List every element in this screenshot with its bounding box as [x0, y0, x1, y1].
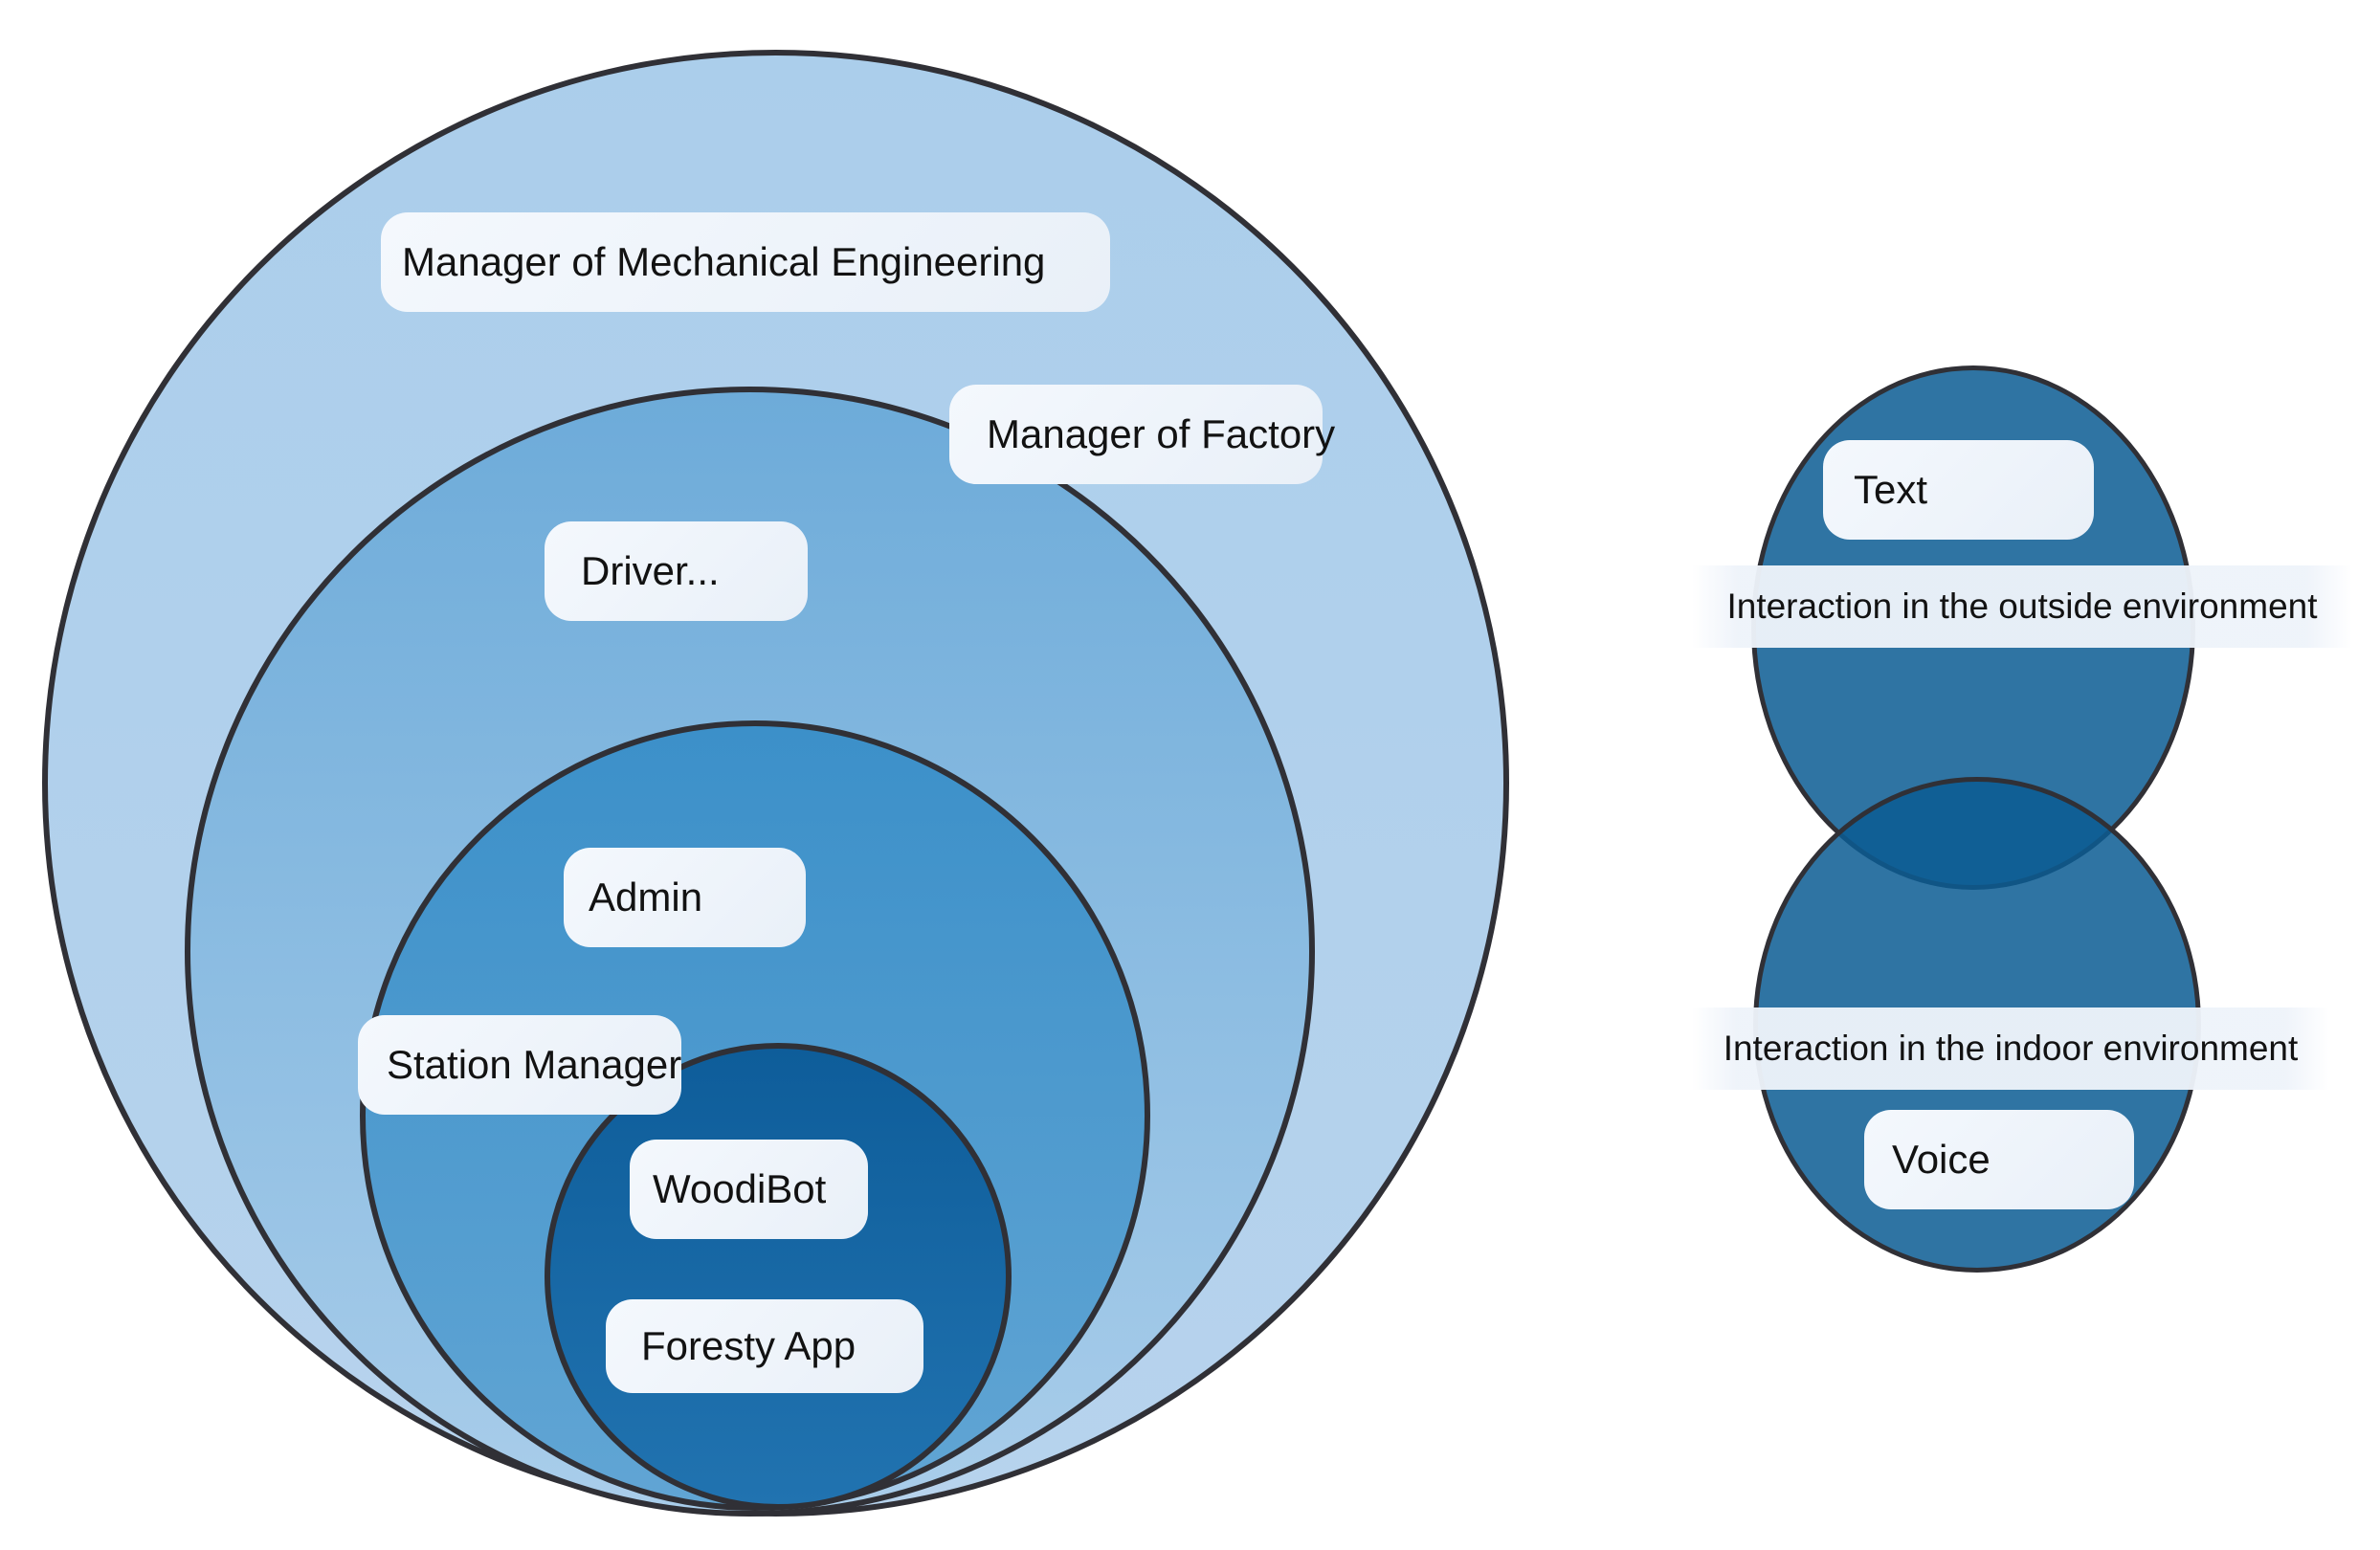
banner-outside-environment-text: Interaction in the outside environment: [1726, 587, 2318, 626]
onion-ring-4-innermost: [545, 1043, 1012, 1510]
label-driver: Driver...: [545, 521, 808, 621]
label-text: Text: [1823, 440, 2094, 540]
label-woodibot: WoodiBot: [630, 1140, 868, 1239]
banner-outside-environment: Interaction in the outside environment: [1692, 565, 2352, 648]
label-voice: Voice: [1864, 1110, 2134, 1209]
banner-indoor-environment: Interaction in the indoor environment: [1692, 1008, 2329, 1090]
label-station-manager: Station Manager: [358, 1015, 681, 1115]
label-manager-of-mechanical-engineering: Manager of Mechanical Engineering: [381, 212, 1110, 312]
label-foresty-app: Foresty App: [606, 1299, 923, 1393]
label-manager-of-factory: Manager of Factory: [949, 385, 1335, 484]
banner-indoor-environment-text: Interaction in the indoor environment: [1723, 1029, 2299, 1068]
label-admin: Admin: [564, 848, 806, 947]
